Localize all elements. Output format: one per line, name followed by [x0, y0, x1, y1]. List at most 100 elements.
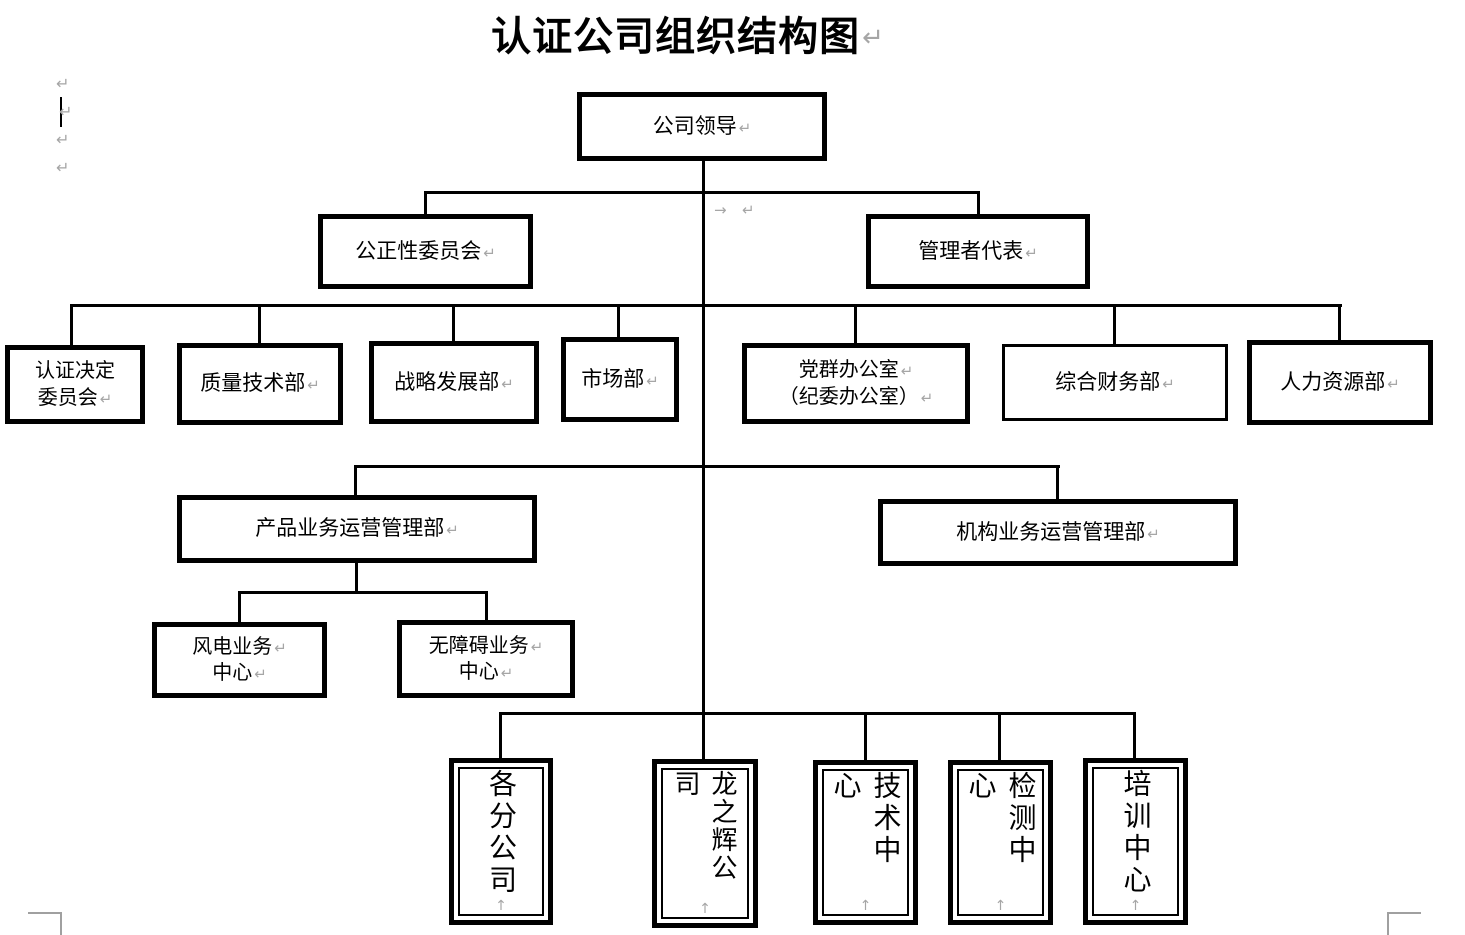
page-title: 认证公司组织结构图↵ — [0, 4, 1375, 62]
org-node-branch-companies[interactable]: 各分公司 ↑ — [449, 758, 553, 925]
org-node-label: 质量技术部 — [200, 372, 306, 396]
paragraph-mark-icon: ↵ — [862, 23, 884, 53]
page-margin-corner-mark — [1387, 912, 1421, 914]
org-node-impartiality-committee[interactable]: 公正性委员会↵ — [318, 214, 533, 289]
paragraph-mark-icon: ↵ — [1387, 374, 1400, 393]
paragraph-mark-icon: ↵ — [56, 158, 70, 177]
org-node-label: 中心 — [212, 662, 253, 684]
org-node-label: 党群办公室 — [798, 359, 899, 382]
paragraph-mark-icon: ↵ — [1025, 243, 1038, 262]
org-node-barrier-free-business-center[interactable]: 无障碍业务↵ 中心↵ — [397, 620, 575, 698]
connector-stub-product-ops — [354, 465, 357, 497]
paragraph-mark-icon: ↵ — [307, 376, 320, 395]
page-title-text: 认证公司组织结构图 — [491, 14, 861, 59]
org-node-label: 公司领导 — [652, 114, 737, 138]
connector-stub-hr — [1338, 304, 1341, 342]
org-node-label: 风电业务 — [192, 635, 273, 658]
org-node-quality-technology-dept[interactable]: 质量技术部↵ — [177, 343, 343, 425]
org-node-label: 机构业务运营管理部 — [956, 520, 1146, 544]
connector-product-ops-down — [355, 563, 358, 593]
org-node-label: 检测中心 — [965, 771, 1037, 867]
page-margin-corner-mark — [28, 912, 62, 914]
vertical-return-mark-icon: ↑ — [699, 901, 711, 917]
org-node-certification-decision-committee[interactable]: 认证决定 委员会↵ — [5, 345, 145, 424]
org-node-label: 各分公司 — [486, 769, 517, 897]
vertical-return-mark-icon: ↑ — [859, 898, 872, 914]
connector-stub-barrier-free-center — [485, 591, 488, 622]
paragraph-mark-icon: ↵ — [501, 374, 514, 393]
org-node-technology-center[interactable]: 技术中心 ↑ — [813, 760, 918, 925]
vertical-return-mark-icon: ↑ — [1129, 898, 1142, 914]
org-node-testing-center[interactable]: 检测中心 ↑ — [948, 760, 1053, 925]
connector-stub-testing-center — [998, 712, 1001, 762]
connector-stub-wind-center — [238, 591, 241, 624]
org-node-party-mass-office[interactable]: 党群办公室↵ （纪委办公室）↵ — [742, 343, 970, 424]
org-node-wind-power-business-center[interactable]: 风电业务↵ 中心↵ — [152, 622, 327, 698]
connector-level2-horizontal — [424, 191, 980, 194]
org-node-label: （纪委办公室） — [778, 385, 919, 408]
org-node-label: 管理者代表 — [918, 239, 1024, 263]
org-node-management-representative[interactable]: 管理者代表↵ — [866, 214, 1090, 289]
paragraph-mark-icon: ↵ — [56, 130, 70, 149]
paragraph-mark-icon: ↵ — [254, 665, 267, 683]
paragraph-mark-icon: ↵ — [274, 638, 287, 657]
paragraph-mark-icon: ↵ — [742, 201, 755, 219]
connector-stub-quality-tech — [258, 304, 261, 345]
paragraph-mark-icon: ↵ — [483, 243, 496, 262]
org-node-general-finance-dept[interactable]: 综合财务部↵ — [1002, 344, 1228, 421]
connector-level3-horizontal — [70, 304, 1342, 307]
connector-stub-management-representative — [977, 191, 980, 216]
org-node-market-dept[interactable]: 市场部↵ — [561, 337, 679, 422]
connector-stub-branch-companies — [499, 712, 502, 760]
org-node-label: 委员会 — [37, 386, 98, 409]
paragraph-mark-icon: ↵ — [738, 118, 752, 137]
page-margin-corner-mark — [1387, 912, 1389, 935]
org-node-label: 技术中心 — [830, 771, 902, 867]
org-node-label: 产品业务运营管理部 — [255, 517, 445, 541]
inner-border: 培训中心 ↑ — [1092, 767, 1179, 916]
connector-stub-technology-center — [864, 712, 867, 762]
connector-stub-strategy-dev — [452, 304, 455, 343]
connector-stub-institution-ops — [1056, 465, 1059, 501]
org-node-strategy-development-dept[interactable]: 战略发展部↵ — [369, 341, 539, 424]
org-node-company-leadership[interactable]: 公司领导↵ — [577, 92, 827, 161]
text-cursor — [60, 97, 62, 127]
paragraph-mark-icon: ↵ — [900, 362, 914, 381]
org-node-label: 综合财务部 — [1055, 370, 1161, 394]
paragraph-mark-icon: ↵ — [446, 521, 459, 540]
connector-stub-impartiality — [424, 191, 427, 216]
paragraph-mark-icon: ↵ — [920, 388, 934, 407]
org-node-label: 无障碍业务 — [428, 634, 529, 657]
vertical-return-mark-icon: ↑ — [495, 898, 507, 914]
tab-mark-icon: → — [714, 201, 727, 219]
connector-stub-finance — [1113, 304, 1116, 346]
connector-stub-cert-decision — [70, 304, 73, 347]
paragraph-mark-icon: ↵ — [500, 664, 514, 682]
org-node-label: 认证决定 — [35, 360, 115, 383]
connector-spine — [702, 160, 705, 761]
inner-border: 技术中心 ↑ — [822, 769, 909, 916]
org-node-longzhihui-company[interactable]: 龙之辉公司 ↑ — [652, 759, 758, 928]
connector-stub-training-center — [1133, 712, 1136, 760]
org-node-label: 龙之辉公司 — [671, 770, 738, 882]
org-node-institution-business-operations-dept[interactable]: 机构业务运营管理部↵ — [878, 499, 1238, 566]
connector-level6-horizontal — [499, 712, 1136, 715]
connector-stub-market — [617, 304, 620, 339]
inner-border: 各分公司 ↑ — [458, 767, 544, 916]
org-node-label: 市场部 — [581, 367, 645, 391]
inner-border: 检测中心 ↑ — [957, 769, 1044, 916]
org-node-product-business-operations-dept[interactable]: 产品业务运营管理部↵ — [177, 495, 537, 563]
paragraph-mark-icon: ↵ — [59, 102, 73, 121]
org-node-label: 公正性委员会 — [355, 239, 482, 263]
org-node-label: 人力资源部 — [1280, 370, 1386, 394]
org-node-human-resources-dept[interactable]: 人力资源部↵ — [1247, 340, 1433, 425]
paragraph-mark-icon: ↵ — [646, 371, 659, 390]
paragraph-mark-icon: ↵ — [99, 389, 113, 408]
connector-stub-party-office — [854, 304, 857, 345]
page-margin-corner-mark — [60, 912, 62, 935]
inner-border: 龙之辉公司 ↑ — [661, 768, 749, 919]
org-node-label: 战略发展部 — [394, 370, 500, 394]
org-node-training-center[interactable]: 培训中心 ↑ — [1083, 758, 1188, 925]
org-node-label: 培训中心 — [1120, 769, 1152, 897]
